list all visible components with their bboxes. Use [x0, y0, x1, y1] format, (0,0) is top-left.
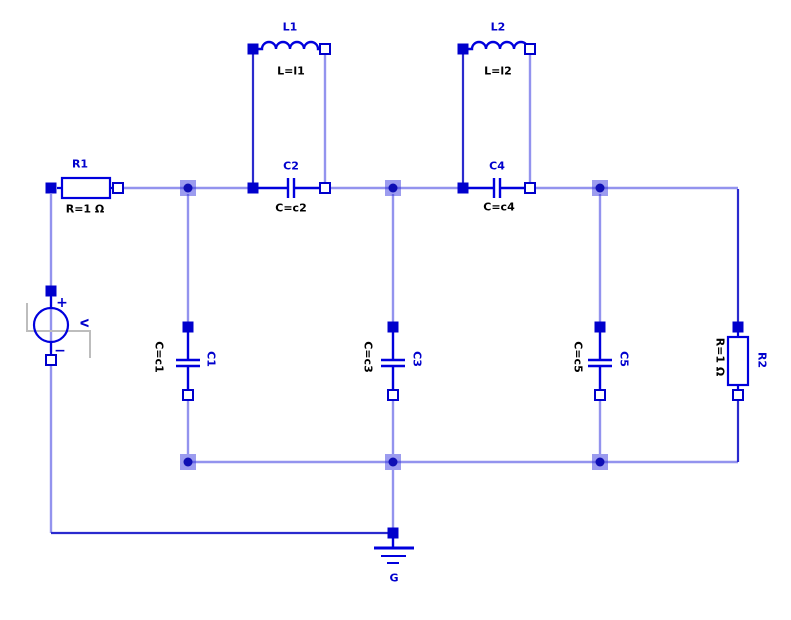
c4-name-label: C4 — [489, 159, 505, 173]
l1-name-label: L1 — [282, 20, 298, 34]
open-pins — [45, 43, 744, 401]
l2-left-pin[interactable] — [457, 43, 469, 55]
filled-pins — [45, 43, 744, 539]
source-circle[interactable] — [32, 306, 70, 344]
c3-name-label: C3 — [410, 351, 424, 367]
r2-top-pin[interactable] — [732, 321, 744, 333]
r2-bottom-pin[interactable] — [732, 389, 744, 401]
junction-top-mid[interactable] — [385, 180, 401, 196]
connection-wires-dark — [51, 54, 740, 535]
junction-dot — [595, 183, 605, 193]
c5-bottom-pin[interactable] — [594, 389, 606, 401]
c1-name-label: C1 — [204, 351, 218, 367]
junction-bottom-left[interactable] — [180, 454, 196, 470]
r1-name-label: R1 — [71, 157, 89, 171]
c1-top-pin[interactable] — [182, 321, 194, 333]
connection-wires-light — [49, 54, 738, 533]
l1-value-label: L=l1 — [277, 64, 305, 78]
c5-top-pin[interactable] — [594, 321, 606, 333]
r1-body[interactable] — [60, 176, 112, 200]
c3-plates[interactable] — [381, 358, 405, 368]
source-minus-sign: − — [54, 343, 66, 359]
r2-name-label: R2 — [755, 351, 769, 369]
junction-bottom-right[interactable] — [592, 454, 608, 470]
junction-markers — [180, 180, 608, 470]
ground-pin[interactable] — [387, 527, 399, 539]
r1-value-label: R=1 Ω — [65, 202, 105, 216]
c2-left-pin[interactable] — [247, 182, 259, 194]
r2-body[interactable] — [726, 335, 750, 387]
c3-bottom-pin[interactable] — [387, 389, 399, 401]
l1-right-pin[interactable] — [319, 43, 331, 55]
junction-dot — [388, 457, 398, 467]
source-plus-sign: + — [56, 295, 68, 311]
c2-plates[interactable] — [286, 178, 296, 198]
l2-value-label: L=l2 — [484, 64, 512, 78]
source-plus-pin[interactable] — [45, 285, 57, 297]
source-minus-pin[interactable] — [45, 354, 57, 366]
junction-top-right[interactable] — [592, 180, 608, 196]
c4-plates[interactable] — [492, 178, 502, 198]
c1-plates[interactable] — [176, 358, 200, 368]
c2-capacitor[interactable] — [258, 178, 320, 198]
junction-top-left[interactable] — [180, 180, 196, 196]
ground-symbol[interactable] — [374, 538, 414, 564]
l2-coil[interactable] — [463, 40, 530, 51]
c3-capacitor[interactable] — [381, 332, 405, 390]
c2-name-label: C2 — [283, 159, 299, 173]
c4-right-pin[interactable] — [524, 182, 536, 194]
c5-capacitor[interactable] — [588, 332, 612, 390]
l1-coil[interactable] — [253, 40, 325, 51]
c2-value-label: C=c2 — [275, 201, 307, 215]
junction-dot — [183, 183, 193, 193]
junction-dot — [388, 183, 398, 193]
c3-value-label: C=c3 — [361, 341, 375, 373]
l2-right-pin[interactable] — [524, 43, 536, 55]
c1-capacitor[interactable] — [176, 332, 200, 390]
c2-right-pin[interactable] — [319, 182, 331, 194]
c4-capacitor[interactable] — [468, 178, 525, 198]
junction-dot — [595, 457, 605, 467]
ground-label: G — [389, 571, 399, 585]
c5-name-label: C5 — [617, 351, 631, 367]
c4-left-pin[interactable] — [457, 182, 469, 194]
c3-top-pin[interactable] — [387, 321, 399, 333]
l2-name-label: L2 — [490, 20, 506, 34]
r2-value-label: R=1 Ω — [713, 337, 727, 377]
c5-value-label: C=c5 — [571, 341, 585, 373]
r1-left-pin[interactable] — [45, 182, 57, 194]
l1-inductor[interactable] — [253, 40, 325, 51]
l2-inductor[interactable] — [463, 40, 530, 51]
junction-dot — [183, 457, 193, 467]
c4-value-label: C=c4 — [483, 200, 515, 214]
c1-value-label: C=c1 — [152, 341, 166, 373]
source-v-label: V — [77, 318, 91, 328]
r1-resistor[interactable] — [57, 176, 116, 200]
l1-left-pin[interactable] — [247, 43, 259, 55]
r1-right-pin[interactable] — [112, 182, 124, 194]
step-curve-icon — [26, 303, 91, 358]
junction-bottom-mid[interactable] — [385, 454, 401, 470]
r2-resistor[interactable] — [726, 332, 750, 390]
c5-plates[interactable] — [588, 358, 612, 368]
c1-bottom-pin[interactable] — [182, 389, 194, 401]
